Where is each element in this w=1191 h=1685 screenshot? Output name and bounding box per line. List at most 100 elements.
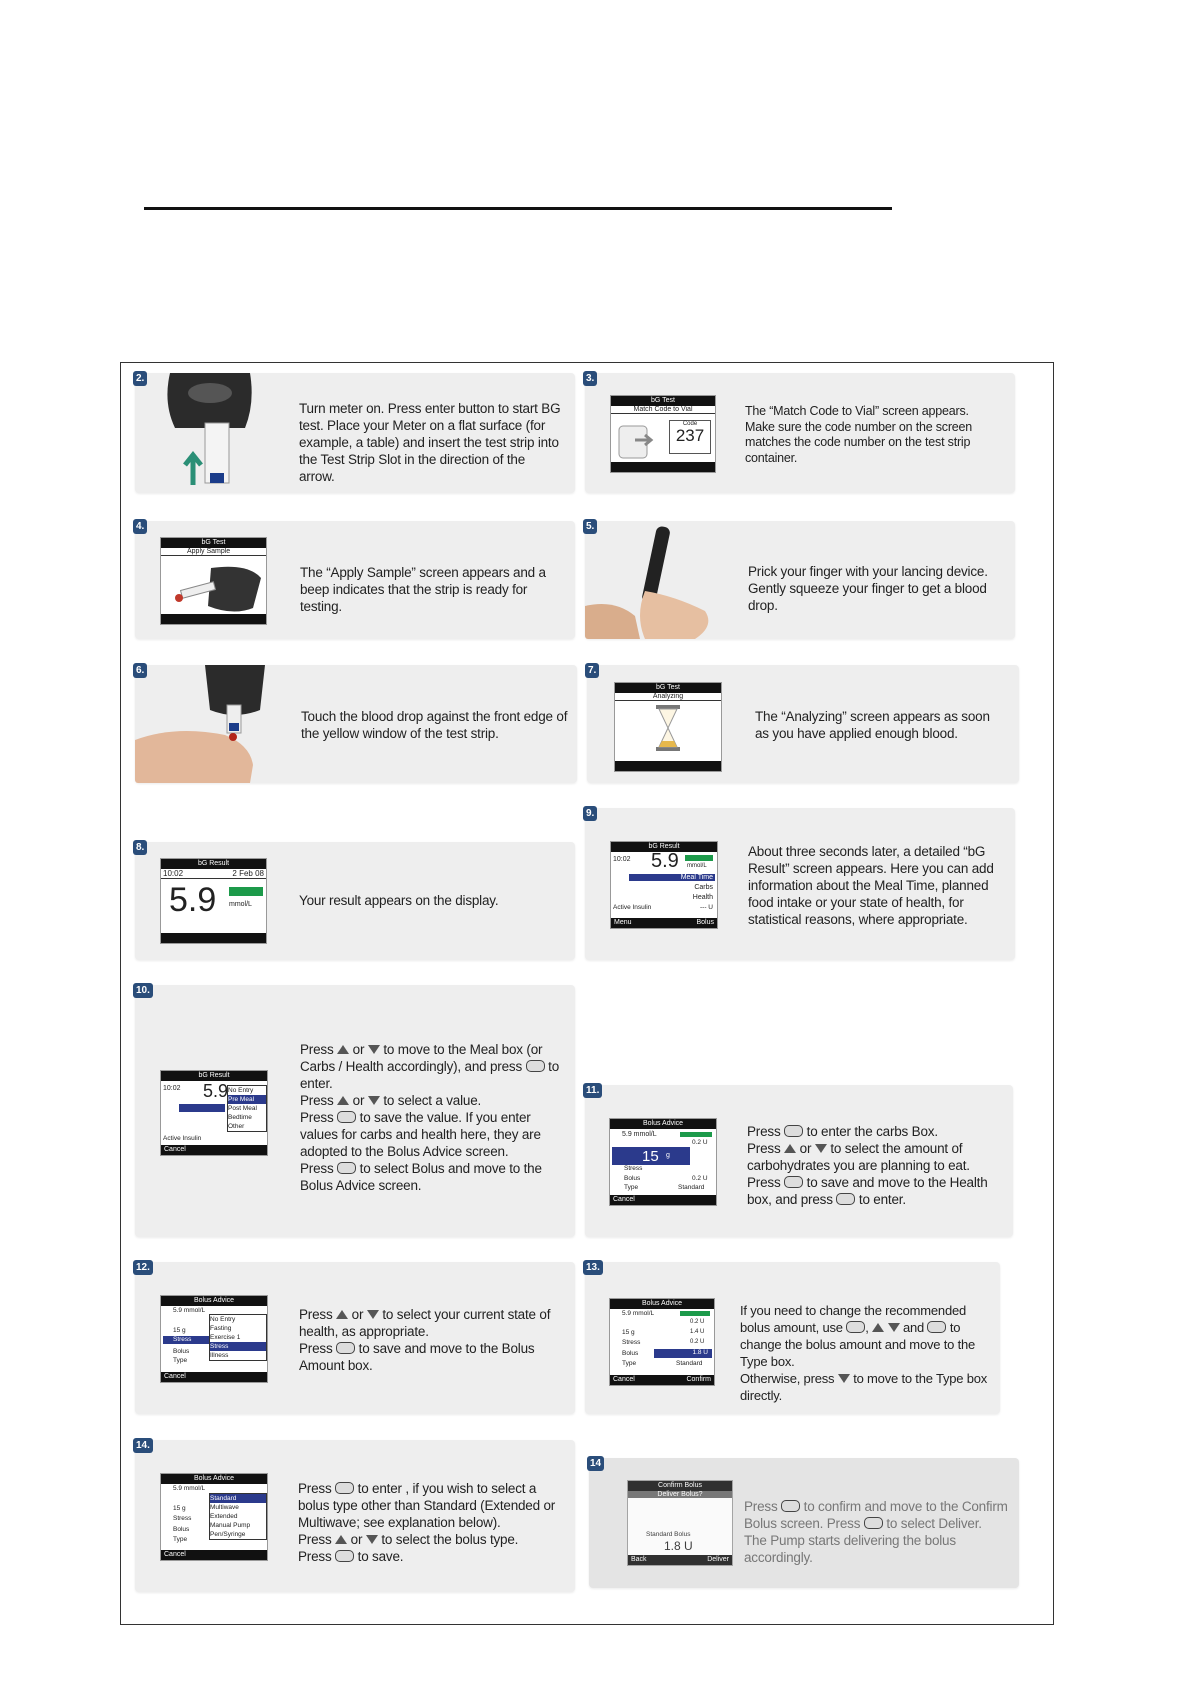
- type-label: Type: [173, 1536, 188, 1543]
- step-10-text: Press or to move to the Meal box (or Car…: [300, 1042, 559, 1193]
- meal-time-row: Meal Time: [629, 874, 715, 881]
- menu-item[interactable]: Standard: [210, 1494, 266, 1503]
- step-number: 2.: [133, 371, 148, 386]
- screen-header: bG Result: [611, 842, 717, 852]
- down-arrow-icon: [814, 1144, 827, 1153]
- screen-header: bG Test: [615, 683, 721, 693]
- carbs-insulin-value: 1.4 U: [690, 1329, 705, 1335]
- step-number: 11.: [583, 1083, 603, 1098]
- menu-item[interactable]: Manual Pump: [210, 1522, 251, 1529]
- screen-header: Bolus Advice: [610, 1119, 716, 1129]
- bolus-label: Bolus: [173, 1348, 190, 1355]
- step-number: 9.: [583, 806, 598, 821]
- bolus-type-popup: Standard Multiwave Extended Manual Pump …: [209, 1493, 267, 1540]
- down-arrow-icon: [837, 1374, 850, 1383]
- screen-header: bG Result: [161, 1071, 267, 1081]
- bg-label: 5.9 mmol/L: [622, 1131, 657, 1138]
- bolus-label: Bolus: [622, 1350, 639, 1357]
- screen-title: Apply Sample: [161, 548, 266, 556]
- step-14-confirm-text: Press to confirm and move to the Confirm…: [744, 1499, 1008, 1565]
- step-number: 10.: [133, 983, 153, 998]
- step-12-text: Press or to select your current state of…: [299, 1307, 551, 1373]
- bolus-amount-input[interactable]: 1.8 U: [654, 1349, 712, 1358]
- unit-label: mmol/L: [687, 863, 707, 869]
- menu-item[interactable]: Extended: [210, 1513, 238, 1520]
- analyzing-screen: bG Test Analyzing: [614, 682, 722, 772]
- cancel-softkey: Cancel: [164, 1551, 186, 1558]
- screen-title: Analyzing: [615, 693, 721, 701]
- step-11-card: 11. Bolus Advice 5.9 mmol/L 0.2 U 15 g S…: [583, 1083, 1013, 1237]
- enter-button-icon: [336, 1342, 356, 1354]
- detailed-result-screen: bG Result 10:02 5.9 mmol/L Meal Time Car…: [610, 841, 718, 929]
- step-11-text: Press to enter the carbs Box. Press or t…: [747, 1124, 988, 1207]
- match-code-screen: bG Test Match Code to Vial Code 237: [610, 395, 716, 473]
- lancing-device-photo: [585, 521, 725, 639]
- screen-footer: [611, 462, 715, 472]
- step-4-text: The “Apply Sample” screen appears and a …: [300, 565, 546, 614]
- bolus-value: 0.2 U: [692, 1175, 708, 1182]
- menu-item[interactable]: No Entry: [228, 1087, 254, 1094]
- enter-button-icon: [525, 1060, 545, 1072]
- active-insulin-label: Active Insulin: [163, 1135, 202, 1142]
- enter-button-icon: [335, 1550, 355, 1562]
- carbs-input[interactable]: 15 g: [612, 1147, 690, 1165]
- bg-value: 5.9: [203, 1081, 229, 1101]
- instructions-frame: [120, 362, 1054, 1625]
- enter-button-icon: [836, 1193, 856, 1205]
- cancel-softkey: Cancel: [164, 1373, 186, 1380]
- menu-item[interactable]: Multiwave: [210, 1504, 239, 1511]
- step-7-text: The “Analyzing” screen appears as soon a…: [755, 709, 990, 741]
- menu-item[interactable]: Pre Meal: [228, 1095, 266, 1104]
- code-label: Code: [682, 421, 698, 427]
- stress-label: Stress: [622, 1339, 641, 1346]
- step-9-text: About three seconds later, a detailed “b…: [748, 844, 994, 927]
- screen-header: Bolus Advice: [161, 1296, 267, 1306]
- step-number: 3.: [583, 371, 598, 386]
- menu-item[interactable]: Illness: [210, 1352, 229, 1359]
- step-number: 12.: [133, 1260, 153, 1275]
- menu-item[interactable]: Bedtime: [228, 1114, 252, 1121]
- down-arrow-icon: [366, 1310, 379, 1319]
- bolus-softkey: Bolus: [696, 919, 714, 926]
- bolus-label: Bolus: [624, 1175, 641, 1182]
- step-number: 6.: [133, 663, 148, 678]
- step-13-card: 13. Bolus Advice 5.9 mmol/L 0.2 U 15 g 1…: [583, 1260, 1000, 1414]
- step-14-confirm-card: 14 Confirm Bolus Deliver Bolus? Standard…: [587, 1456, 1019, 1588]
- step-10-card: 10. bG Result 10:02 5.9 No Entry Pre Mea…: [133, 983, 575, 1237]
- step-3-text: The “Match Code to Vial” screen appears.…: [745, 404, 973, 465]
- bolus-value: 1.8 U: [664, 1539, 693, 1553]
- menu-item[interactable]: Pen/Syringe: [210, 1531, 246, 1538]
- menu-item[interactable]: Fasting: [210, 1325, 232, 1332]
- step-14-card: 14. Bolus Advice 5.9 mmol/L 15 g Stress …: [133, 1438, 575, 1592]
- menu-item[interactable]: Exercise 1: [210, 1334, 241, 1341]
- up-arrow-icon: [335, 1535, 348, 1544]
- blood-drop-photo: [135, 665, 275, 783]
- bolus-amount-screen: Bolus Advice 5.9 mmol/L 0.2 U 15 g 1.4 U…: [609, 1298, 715, 1386]
- active-insulin-label: Active Insulin: [613, 904, 652, 911]
- enter-button-icon: [927, 1321, 947, 1333]
- screen-header: bG Test: [611, 396, 715, 406]
- step-number: 5.: [583, 519, 598, 534]
- enter-button-icon: [335, 1482, 355, 1494]
- step-6-text: Touch the blood drop against the front e…: [301, 709, 568, 741]
- type-value: Standard: [678, 1184, 705, 1191]
- health-select-screen: Bolus Advice 5.9 mmol/L 15 g Stress Bolu…: [160, 1295, 268, 1383]
- menu-item[interactable]: Other: [228, 1123, 245, 1130]
- step-2-card: 2. Turn meter on. Press enter button to …: [133, 371, 575, 493]
- carbs-row: Carbs: [694, 884, 713, 891]
- down-arrow-icon: [887, 1323, 900, 1332]
- menu-item[interactable]: Stress: [210, 1342, 266, 1351]
- step-8-card: 8. bG Result 10:02 2 Feb 08 5.9 mmol/L Y…: [133, 840, 575, 960]
- insulin-value: 0.2 U: [692, 1139, 708, 1146]
- type-label: Type: [173, 1357, 188, 1364]
- up-arrow-icon: [337, 1096, 350, 1105]
- step-number: 7.: [585, 663, 600, 678]
- softkey-icon: [781, 1500, 801, 1512]
- menu-item[interactable]: No Entry: [210, 1316, 236, 1323]
- cancel-softkey: Cancel: [613, 1376, 635, 1383]
- menu-item[interactable]: Post Meal: [228, 1105, 257, 1112]
- enter-button-icon: [846, 1321, 866, 1333]
- step-14-text: Press to enter , if you wish to select a…: [298, 1481, 556, 1564]
- up-arrow-icon: [336, 1310, 349, 1319]
- screen-title: Deliver Bolus?: [628, 1491, 732, 1498]
